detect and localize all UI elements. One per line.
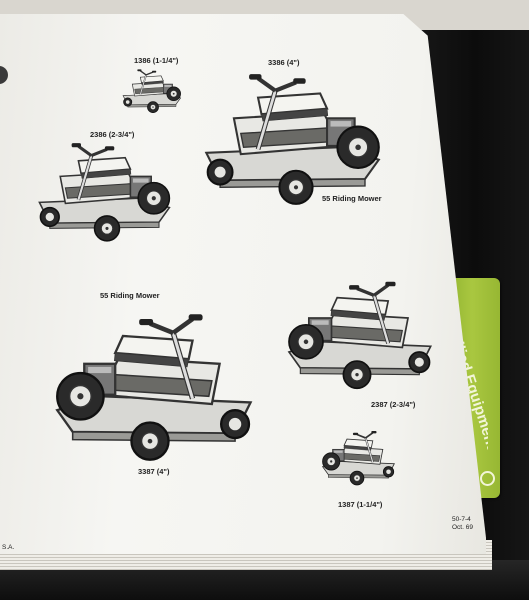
- footer-date: Oct. 69: [452, 524, 473, 531]
- caption-3387: 3387 (4"): [138, 467, 170, 476]
- caption-1386: 1386 (1-1/4"): [134, 56, 179, 65]
- caption-2386: 2386 (2-3/4"): [90, 130, 135, 139]
- mower-3387-illustration: [34, 306, 266, 468]
- mower-2386-illustration: [28, 140, 186, 244]
- mower-1386-illustration: [118, 68, 188, 114]
- footer-usa: S.A.: [2, 544, 15, 551]
- catalog-page: [0, 14, 486, 554]
- caption-1387: 1387 (1-1/4"): [338, 500, 383, 509]
- mower-2387-illustration: [272, 278, 442, 392]
- binder-hole: [0, 66, 8, 84]
- caption-3386: 3386 (4"): [268, 58, 300, 67]
- caption-2387: 2387 (2-3/4"): [371, 400, 416, 409]
- divider-tab-circle-mark: [480, 471, 495, 486]
- footer-code: 50-7-4: [452, 516, 471, 523]
- mower-3386-illustration: [192, 70, 400, 208]
- caption-55-riding-mower-right: 55 Riding Mower: [322, 194, 382, 203]
- caption-55-riding-mower-left: 55 Riding Mower: [100, 291, 160, 300]
- mower-1387-illustration: [314, 428, 400, 488]
